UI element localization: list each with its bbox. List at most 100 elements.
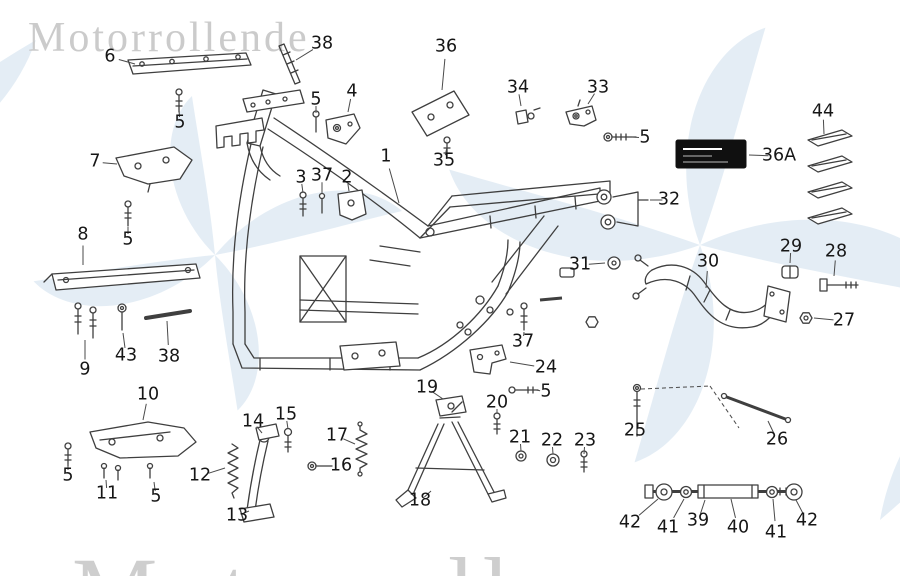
part-label-19: 19 bbox=[415, 377, 439, 398]
leader-line-36 bbox=[441, 58, 446, 91]
bolt-16 bbox=[307, 461, 333, 471]
leader-line-34 bbox=[518, 94, 522, 107]
part-label-37: 37 bbox=[511, 331, 535, 352]
leader-line-1 bbox=[388, 168, 400, 204]
leader-line-15 bbox=[286, 420, 289, 430]
leader-line-5 bbox=[178, 109, 180, 118]
screw-5-top-left bbox=[175, 88, 183, 113]
washer-21 bbox=[515, 450, 527, 462]
id-plate-36A bbox=[675, 139, 747, 169]
part-label-41: 41 bbox=[764, 522, 788, 543]
part-label-40: 40 bbox=[726, 517, 750, 538]
part-label-30: 30 bbox=[696, 251, 720, 272]
part-label-5: 5 bbox=[62, 465, 74, 486]
leader-line-26 bbox=[767, 420, 775, 434]
leader-line-2 bbox=[347, 183, 350, 192]
part-label-3: 3 bbox=[295, 167, 307, 188]
leader-line-3 bbox=[301, 183, 304, 194]
bolt-28 bbox=[819, 278, 859, 292]
leader-line-14 bbox=[256, 426, 263, 434]
leader-line-10 bbox=[142, 403, 147, 421]
leader-line-18 bbox=[424, 490, 432, 498]
leader-line-5 bbox=[631, 136, 640, 138]
leader-line-29 bbox=[789, 252, 792, 264]
part-label-20: 20 bbox=[485, 392, 509, 413]
leader-line-33 bbox=[587, 93, 595, 105]
screw-25 bbox=[632, 383, 740, 437]
part-label-13: 13 bbox=[225, 505, 249, 526]
part-label-1: 1 bbox=[380, 146, 392, 167]
part-label-38: 38 bbox=[157, 346, 181, 367]
screw-5-far-left bbox=[64, 442, 72, 467]
clamp-33 bbox=[565, 99, 597, 127]
leader-line-13 bbox=[242, 510, 250, 515]
leader-line-28 bbox=[833, 260, 836, 277]
part-label-35: 35 bbox=[432, 150, 456, 171]
leader-line-7 bbox=[102, 162, 118, 165]
leader-line-38 bbox=[295, 49, 314, 61]
axle-assembly-39-42 bbox=[644, 483, 803, 501]
exhaust-pipe-30 bbox=[632, 254, 791, 329]
spring-17 bbox=[355, 421, 368, 477]
part-label-18: 18 bbox=[408, 490, 432, 511]
leader-line-21 bbox=[520, 443, 522, 452]
leader-line-40 bbox=[730, 498, 736, 519]
part-label-41: 41 bbox=[656, 517, 680, 538]
bracket-4 bbox=[325, 113, 361, 145]
part-label-6: 6 bbox=[104, 46, 116, 67]
part-label-15: 15 bbox=[274, 404, 298, 425]
part-label-39: 39 bbox=[686, 510, 710, 531]
part-label-26: 26 bbox=[765, 429, 789, 450]
leader-line-42 bbox=[638, 498, 659, 516]
part-label-11: 11 bbox=[95, 483, 119, 504]
part-label-7: 7 bbox=[89, 151, 101, 172]
part-label-2: 2 bbox=[341, 167, 353, 188]
part-label-42: 42 bbox=[618, 512, 642, 533]
part-label-33: 33 bbox=[586, 77, 610, 98]
bracket-rail-8 bbox=[43, 263, 201, 291]
part-label-42: 42 bbox=[795, 510, 819, 531]
part-label-25: 25 bbox=[623, 420, 647, 441]
leader-line-11 bbox=[105, 479, 108, 489]
part-label-5: 5 bbox=[639, 127, 651, 148]
plug-31 bbox=[607, 256, 621, 270]
part-label-21: 21 bbox=[508, 427, 532, 448]
plate-36 bbox=[411, 90, 470, 137]
leader-line-44 bbox=[822, 119, 825, 135]
leader-line-31 bbox=[588, 262, 606, 265]
part-label-5: 5 bbox=[540, 381, 552, 402]
rod-38-lower bbox=[144, 309, 192, 320]
leader-line-19 bbox=[432, 391, 444, 400]
plates-44 bbox=[807, 129, 853, 225]
bolt-5-near-24 bbox=[508, 386, 539, 394]
leader-line-12 bbox=[208, 467, 226, 474]
misc-small-parts bbox=[486, 267, 599, 328]
leader-line-42 bbox=[795, 499, 804, 514]
leader-line-36a bbox=[748, 154, 769, 157]
bracket-24 bbox=[469, 344, 507, 375]
leader-line-4 bbox=[347, 98, 352, 113]
bolt-5-right-of-33 bbox=[603, 132, 637, 142]
part-label-24: 24 bbox=[534, 357, 558, 378]
screw-37-lower bbox=[520, 302, 528, 331]
frame-main bbox=[215, 89, 611, 371]
leader-line-35 bbox=[444, 146, 448, 156]
part-label-4: 4 bbox=[346, 81, 358, 102]
part-label-38: 38 bbox=[310, 33, 334, 54]
clamp-34 bbox=[515, 107, 541, 125]
part-label-8: 8 bbox=[77, 224, 89, 245]
part-label-44: 44 bbox=[811, 101, 835, 122]
leader-line-41 bbox=[772, 498, 776, 522]
part-label-37: 37 bbox=[310, 165, 334, 186]
part-label-36a: 36A bbox=[761, 145, 797, 166]
part-label-31: 31 bbox=[568, 254, 592, 275]
leader-line-43 bbox=[122, 332, 126, 348]
part-label-5: 5 bbox=[122, 229, 134, 250]
part-label-29: 29 bbox=[779, 236, 803, 257]
bracket-plate-6 bbox=[127, 52, 252, 75]
pin-38-top bbox=[278, 43, 301, 85]
